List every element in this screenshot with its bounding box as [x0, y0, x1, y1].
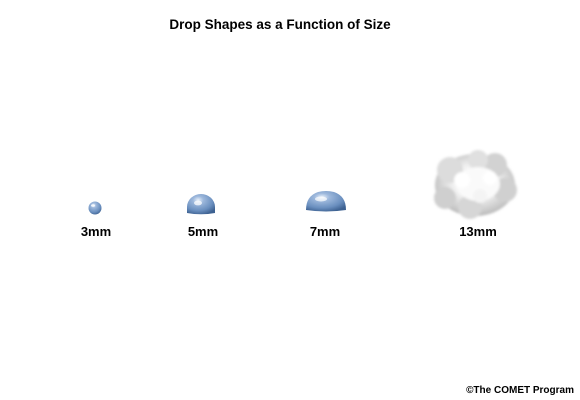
copyright-credit: ©The COMET Program — [466, 385, 574, 396]
drop-5mm-highlight — [194, 200, 202, 206]
drop-13mm — [434, 150, 517, 219]
drop-5mm — [187, 194, 215, 215]
drop-3mm — [88, 201, 102, 215]
drop-label-3mm: 3mm — [81, 224, 111, 239]
figure-title: Drop Shapes as a Function of Size — [169, 17, 391, 32]
drop-label-13mm: 13mm — [459, 224, 497, 239]
drop-label-7mm: 7mm — [310, 224, 340, 239]
drop-7mm-shape — [306, 191, 346, 212]
drop-7mm-highlight — [315, 196, 327, 202]
drop-13mm-cloud — [434, 150, 517, 219]
drop-3mm-highlight — [91, 204, 95, 207]
drop-3mm-shape — [88, 201, 102, 215]
drop-label-5mm: 5mm — [188, 224, 218, 239]
drop-7mm — [306, 191, 346, 212]
